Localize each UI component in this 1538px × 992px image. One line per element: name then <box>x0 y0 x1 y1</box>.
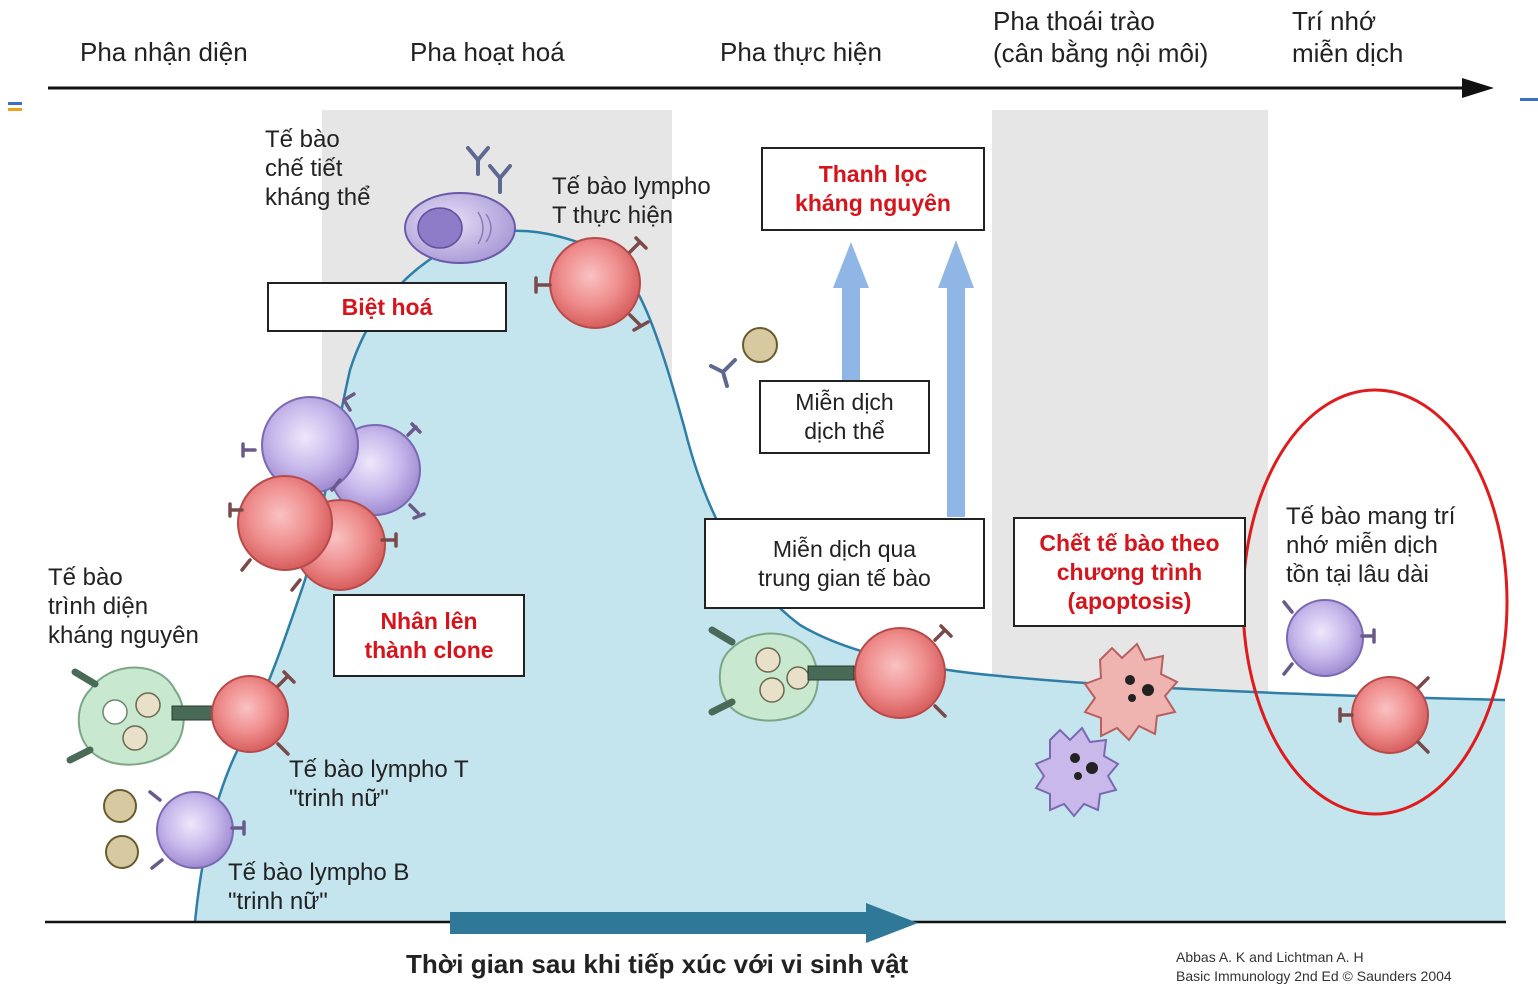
time-arrow-shaft <box>450 912 870 934</box>
cell-mediated-up-arrow <box>938 240 974 517</box>
effector-t-cell-label: Tế bào lympho T thực hiện <box>552 172 711 230</box>
antigen-clearance-box: Thanh lọc kháng nguyên <box>761 147 985 231</box>
phase-recognition-label: Pha nhận diện <box>80 36 248 68</box>
edge-mark-right-blue <box>1520 98 1538 101</box>
apoptosis-box: Chết tế bào theo chương trình (apoptosis… <box>1013 517 1246 627</box>
phase-axis-arrowhead <box>1462 78 1494 98</box>
phase-memory-label: Trí nhớ miễn dịch <box>1292 5 1403 69</box>
naive-t-cell-label: Tế bào lympho T "trinh nữ" <box>289 755 469 813</box>
x-axis-label: Thời gian sau khi tiếp xúc với vi sinh v… <box>406 950 908 979</box>
phase-decline-label: Pha thoái trào (cân bằng nội môi) <box>993 5 1208 69</box>
memory-cell-label: Tế bào mang trí nhớ miễn dịch tồn tại lâ… <box>1286 502 1455 589</box>
memory-b-cell-icon <box>1284 600 1374 676</box>
humoral-immunity-box: Miễn dịch dịch thể <box>759 380 930 454</box>
phase-effector-label: Pha thực hiện <box>720 36 882 68</box>
cell-mediated-immunity-box: Miễn dịch qua trung gian tế bào <box>704 518 985 609</box>
credit-book: Basic Immunology 2nd Ed © Saunders 2004 <box>1176 967 1452 986</box>
antibody-bound-antigen-icon <box>711 360 735 386</box>
naive-b-cell-label: Tế bào lympho B "trinh nữ" <box>228 858 409 916</box>
antigen-presenting-cell-icon <box>70 668 212 765</box>
credit-authors: Abbas A. K and Lichtman A. H <box>1176 948 1364 967</box>
plasma-cell-icon <box>405 193 515 263</box>
edge-mark-left-orange <box>8 108 22 111</box>
edge-mark-left-blue <box>8 102 22 105</box>
antibody-secreting-cell-label: Tế bào chế tiết kháng thể <box>265 125 370 212</box>
humoral-up-arrow <box>833 242 869 380</box>
phase-activation-label: Pha hoạt hoá <box>410 36 565 68</box>
differentiation-box: Biệt hoá <box>267 282 507 332</box>
antigen-presenting-cell-label: Tế bào trình diện kháng nguyên <box>48 563 199 650</box>
clonal-expansion-box: Nhân lên thành clone <box>333 594 525 677</box>
